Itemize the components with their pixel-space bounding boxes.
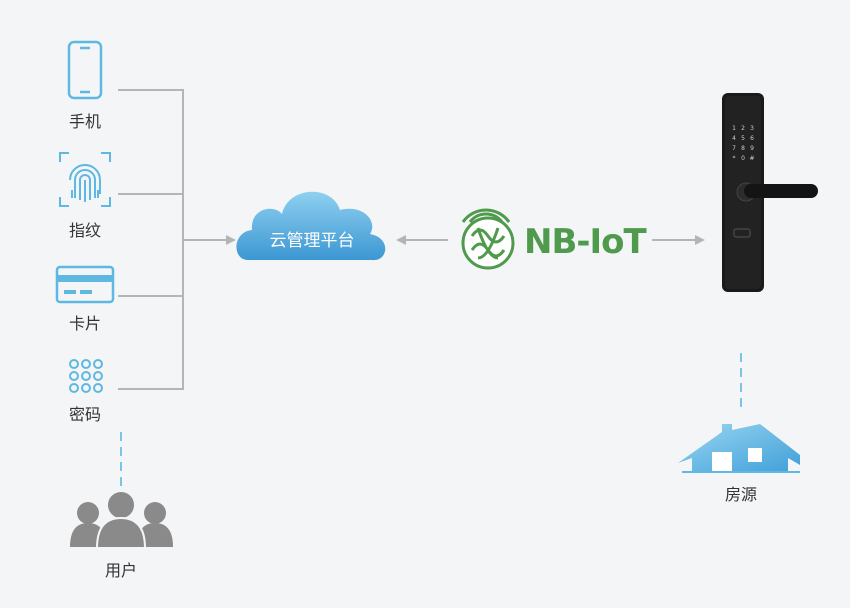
arrow-to-lock bbox=[695, 235, 705, 245]
lock-key: 9 bbox=[750, 145, 754, 152]
source-label-card: 卡片 bbox=[68, 314, 102, 333]
nb-iot-label: NB-IoT bbox=[524, 222, 647, 262]
lock-key: 3 bbox=[750, 125, 754, 132]
lock-key: 1 bbox=[732, 125, 736, 132]
property-label: 房源 bbox=[724, 485, 758, 504]
user-label: 用户 bbox=[104, 561, 138, 580]
source-label-fingerprint: 指纹 bbox=[68, 221, 102, 240]
source-connectors bbox=[118, 89, 228, 390]
fingerprint-icon bbox=[59, 152, 111, 207]
lock-key: 2 bbox=[741, 125, 745, 132]
arrow-nb-to-cloud bbox=[396, 235, 406, 245]
lock-key: 7 bbox=[732, 145, 736, 152]
lock-key: 0 bbox=[741, 155, 745, 162]
lock-key: 8 bbox=[741, 145, 745, 152]
cloud-icon bbox=[236, 191, 386, 261]
lock-key: 4 bbox=[732, 135, 736, 142]
source-label-keypad: 密码 bbox=[68, 405, 102, 424]
cloud-label: 云管理平台 bbox=[269, 231, 355, 251]
lock-key: 6 bbox=[750, 135, 754, 142]
keypad-icon bbox=[69, 359, 103, 393]
source-label-phone: 手机 bbox=[68, 112, 102, 131]
arrow-to-cloud bbox=[226, 235, 236, 245]
lock-key: 5 bbox=[741, 135, 745, 142]
users-icon bbox=[70, 490, 173, 549]
lock-key: * bbox=[733, 155, 736, 162]
nb-iot-logo-icon bbox=[461, 208, 515, 270]
card-icon bbox=[55, 265, 115, 304]
lock-key: # bbox=[749, 155, 754, 162]
phone-icon bbox=[67, 40, 103, 100]
house-icon bbox=[678, 424, 800, 473]
